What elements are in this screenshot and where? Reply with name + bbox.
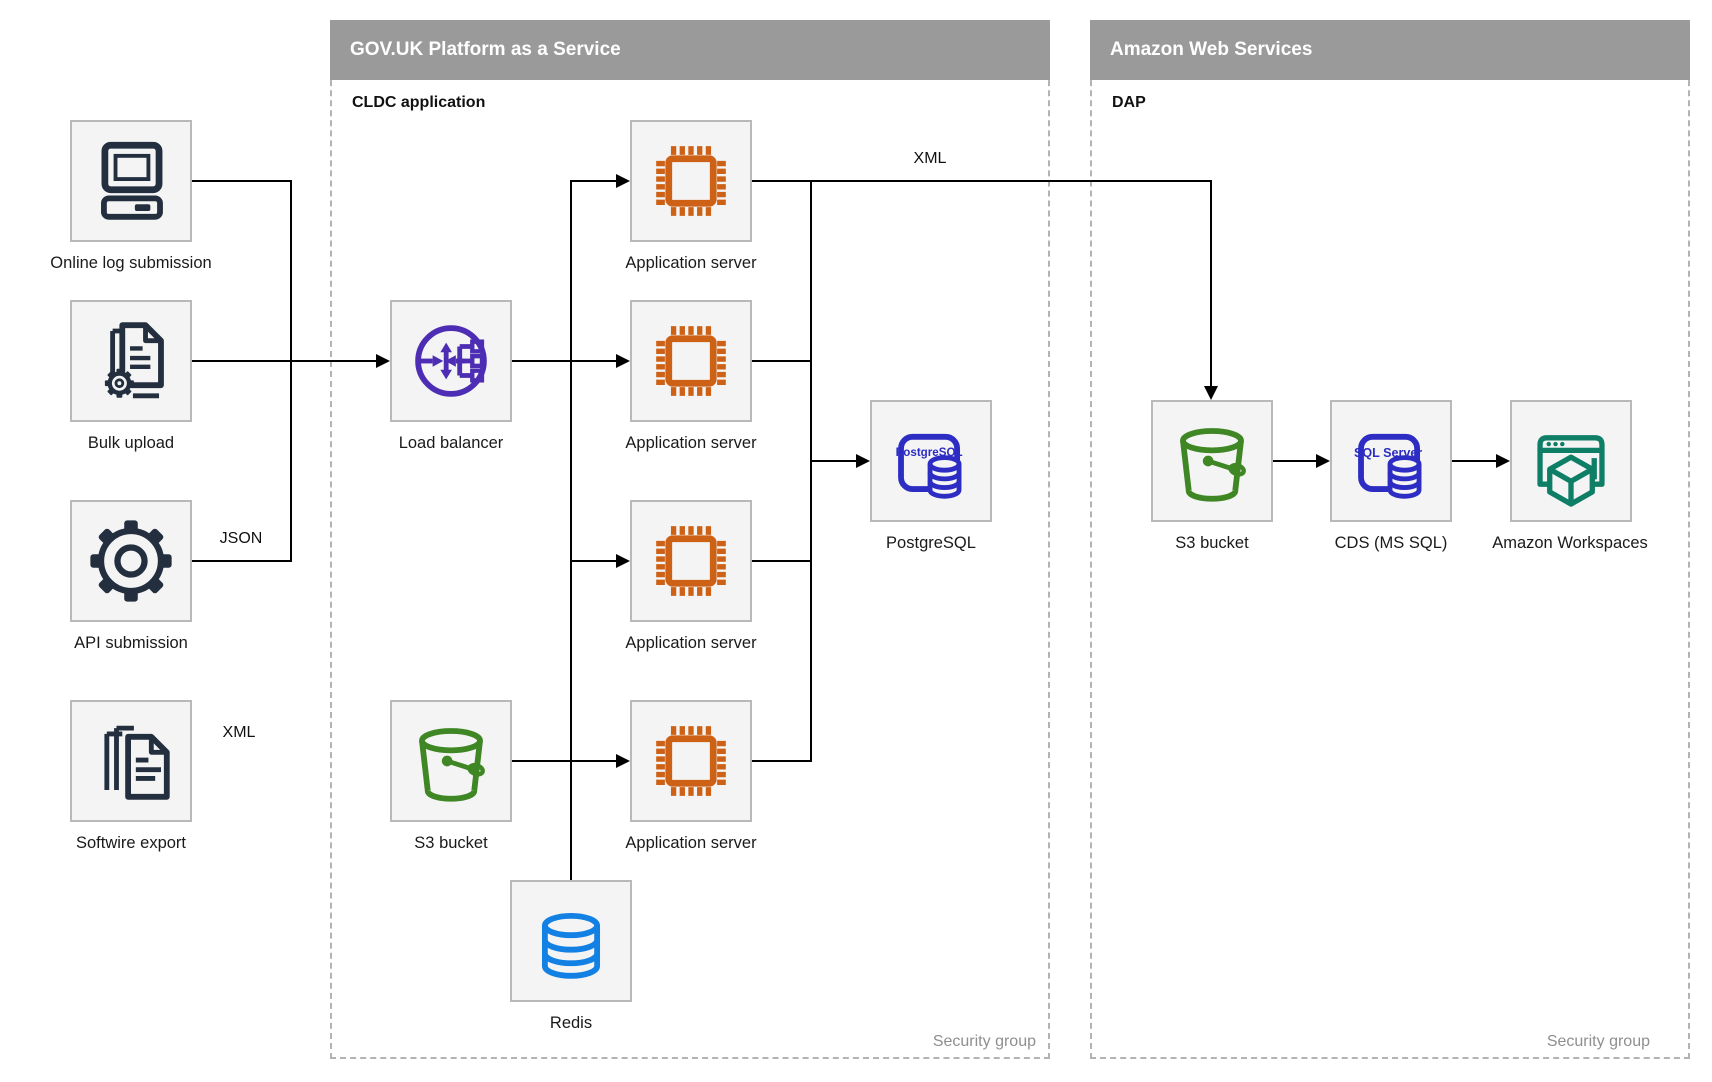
edge-label-json: JSON — [219, 530, 263, 547]
node-online-log-submission — [70, 120, 192, 242]
arrowhead — [376, 354, 390, 368]
connector-line — [752, 360, 811, 362]
node-label: Application server — [625, 634, 757, 652]
connector-line — [191, 180, 291, 182]
postgresql-icon: PostgreSQL — [896, 433, 963, 499]
gear-icon — [90, 520, 172, 602]
connector-line — [752, 560, 811, 562]
s3-bucket-icon — [1180, 428, 1246, 502]
node-label: Application server — [625, 434, 757, 452]
node-label: Online log submission — [50, 254, 212, 272]
container-govuk-paas: GOV.UK Platform as a Service CLDC applic… — [330, 20, 1050, 1059]
load-balancer-icon — [415, 325, 487, 397]
node-application-server-2 — [630, 300, 752, 422]
node-label: Softwire export — [75, 834, 187, 852]
arrowhead — [616, 174, 630, 188]
s3-bucket-icon — [419, 728, 485, 802]
connector-line — [290, 180, 292, 562]
node-api-submission — [70, 500, 192, 622]
chip-icon — [656, 146, 726, 216]
node-label: S3 bucket — [1175, 534, 1249, 552]
connector-line — [811, 460, 856, 462]
node-label: Amazon Workspaces — [1492, 534, 1648, 552]
chip-icon — [656, 326, 726, 396]
node-label: Bulk upload — [87, 434, 175, 452]
desktop-computer-icon — [101, 141, 163, 220]
node-postgresql: PostgreSQL — [870, 400, 992, 522]
node-s3-bucket-paas — [390, 700, 512, 822]
node-label: Application server — [625, 834, 757, 852]
node-bulk-upload — [70, 300, 192, 422]
node-softwire-export — [70, 700, 192, 822]
documents-stack-icon — [104, 725, 170, 800]
container-header-paas: GOV.UK Platform as a Service — [330, 20, 1050, 80]
container-sublabel-cldc: CLDC application — [352, 94, 486, 111]
connector-line — [191, 560, 291, 562]
security-group-label-aws: Security group — [1546, 1033, 1650, 1050]
connector-line — [570, 180, 572, 882]
connector-line — [570, 180, 616, 182]
node-application-server-3 — [630, 500, 752, 622]
connector-line — [1452, 460, 1496, 462]
node-application-server-4 — [630, 700, 752, 822]
arrowhead — [1204, 386, 1218, 400]
container-sublabel-dap: DAP — [1112, 94, 1146, 111]
node-label: API submission — [74, 634, 188, 652]
node-label: PostgreSQL — [886, 534, 976, 552]
connector-line — [511, 760, 616, 762]
node-s3-bucket-dap — [1151, 400, 1273, 522]
connector-line — [1210, 180, 1212, 386]
arrowhead — [616, 354, 630, 368]
connector-line — [511, 360, 616, 362]
security-group-label-paas: Security group — [932, 1033, 1036, 1050]
node-label: S3 bucket — [414, 834, 488, 852]
connector-line — [1271, 460, 1316, 462]
connector-line — [570, 560, 616, 562]
document-gear-icon — [104, 322, 164, 399]
connector-line — [191, 360, 376, 362]
node-label: CDS (MS SQL) — [1334, 534, 1448, 552]
edge-label-xml-dap: XML — [913, 150, 947, 167]
node-redis — [510, 880, 632, 1002]
sql-server-icon: SQL Server — [1354, 433, 1422, 499]
connector-line — [752, 180, 1211, 182]
node-label: Redis — [549, 1014, 593, 1032]
chip-icon — [656, 726, 726, 796]
amazon-workspaces-icon — [1537, 435, 1605, 507]
node-label: Application server — [625, 254, 757, 272]
arrowhead — [616, 554, 630, 568]
database-cylinder-icon — [541, 912, 601, 979]
node-cds-mssql: SQL Server — [1330, 400, 1452, 522]
arrowhead — [856, 454, 870, 468]
chip-icon — [656, 526, 726, 596]
node-amazon-workspaces — [1510, 400, 1632, 522]
container-aws: Amazon Web Services DAP Security group — [1090, 20, 1690, 1059]
node-application-server-1 — [630, 120, 752, 242]
node-label: Load balancer — [398, 434, 504, 452]
connector-line — [810, 180, 812, 762]
container-header-aws: Amazon Web Services — [1090, 20, 1690, 80]
arrowhead — [1316, 454, 1330, 468]
arrowhead — [616, 754, 630, 768]
arrowhead — [1496, 454, 1510, 468]
edge-label-xml-softwire: XML — [222, 724, 256, 741]
node-load-balancer — [390, 300, 512, 422]
connector-line — [752, 760, 811, 762]
